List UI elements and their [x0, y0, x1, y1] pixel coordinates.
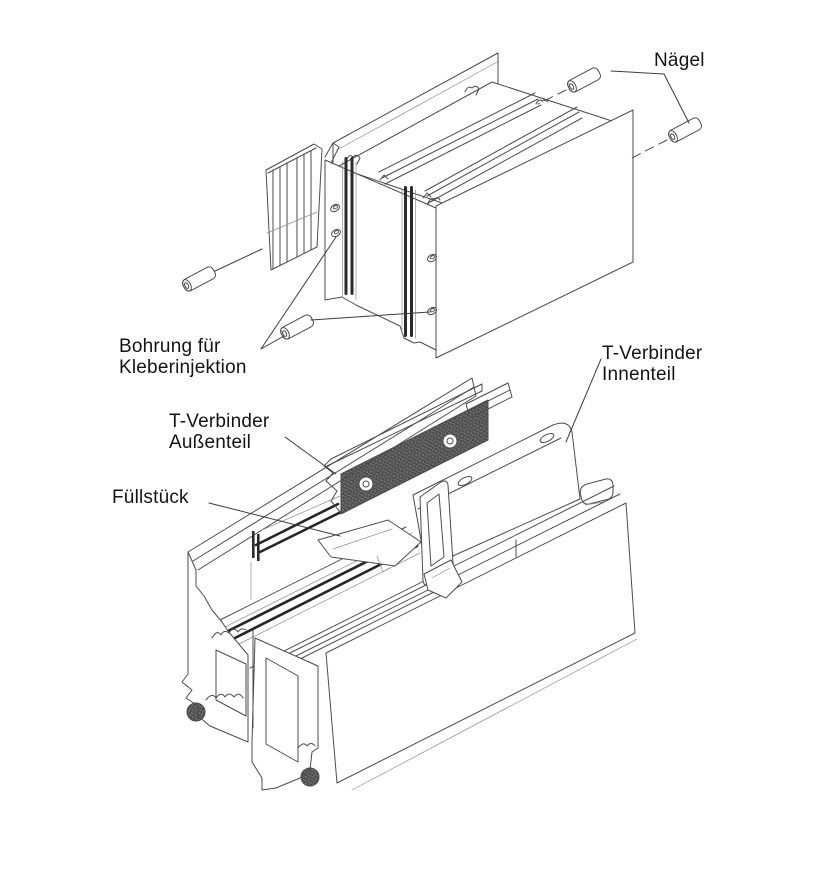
lower-front-panel	[325, 502, 638, 791]
label-bohrung-line1: Bohrung für	[119, 336, 221, 357]
clamp-buckle	[419, 480, 463, 599]
lower-profile-assembly	[181, 377, 638, 791]
nail	[280, 314, 314, 340]
upper-strip-piece	[265, 143, 323, 271]
gasket-squiggle	[205, 693, 244, 701]
gasket-squiggle	[211, 628, 247, 639]
label-innenteil-line1: T-Verbinder	[602, 343, 703, 364]
upper-wall-stub	[324, 142, 340, 164]
nail	[567, 67, 601, 93]
innenteil-block	[412, 422, 614, 569]
gasket-squiggle	[297, 743, 316, 749]
leader-naegel	[610, 70, 690, 124]
label-innenteil: T-Verbinder Innenteil	[602, 343, 702, 385]
label-fuellstueck-text: Füllstück	[112, 487, 189, 508]
leader-bohrung-2	[260, 335, 285, 350]
nails	[182, 67, 702, 340]
label-bohrung-line2: Kleberinjektion	[119, 357, 247, 378]
label-naegel: Nägel	[654, 50, 705, 71]
innenteil-clip-tab	[579, 478, 614, 505]
upper-profile-assembly	[265, 52, 634, 359]
leader-fuellstueck	[208, 502, 341, 537]
lower-rear-gasket	[250, 495, 343, 601]
label-naegel-text: Nägel	[654, 50, 705, 71]
label-bohrung: Bohrung für Kleberinjektion	[119, 336, 247, 378]
label-aussenteil-line1: T-Verbinder	[169, 411, 270, 432]
aussenteil-left-hook	[323, 458, 342, 514]
aussenteil-pin-boss	[442, 433, 458, 449]
leader-bohrung-1	[260, 236, 337, 350]
leader-lines	[208, 70, 690, 537]
glue-injection-holes	[330, 203, 437, 316]
leader-bohrung-3	[310, 311, 431, 321]
label-innenteil-line2: Innenteil	[602, 364, 676, 385]
aussenteil-pin-boss	[358, 476, 374, 492]
nail	[182, 266, 216, 292]
lower-cross-section	[181, 551, 320, 791]
label-aussenteil: T-Verbinder Außenteil	[169, 411, 269, 453]
screw-boss	[300, 767, 320, 787]
leader-innenteil	[565, 358, 602, 443]
upper-gasket-strips	[342, 157, 416, 339]
upper-divider-rails	[378, 92, 583, 203]
label-fuellstueck: Füllstück	[112, 487, 189, 508]
label-aussenteil-line2: Außenteil	[169, 432, 252, 453]
aussenteil-rail	[323, 383, 489, 515]
clamp-foot	[423, 559, 463, 599]
fuellstueck-wedge	[317, 519, 422, 573]
nail	[668, 117, 702, 143]
screw-boss	[186, 702, 206, 722]
aussenteil-knurled-face	[340, 399, 489, 515]
leader-aussenteil	[284, 436, 337, 475]
